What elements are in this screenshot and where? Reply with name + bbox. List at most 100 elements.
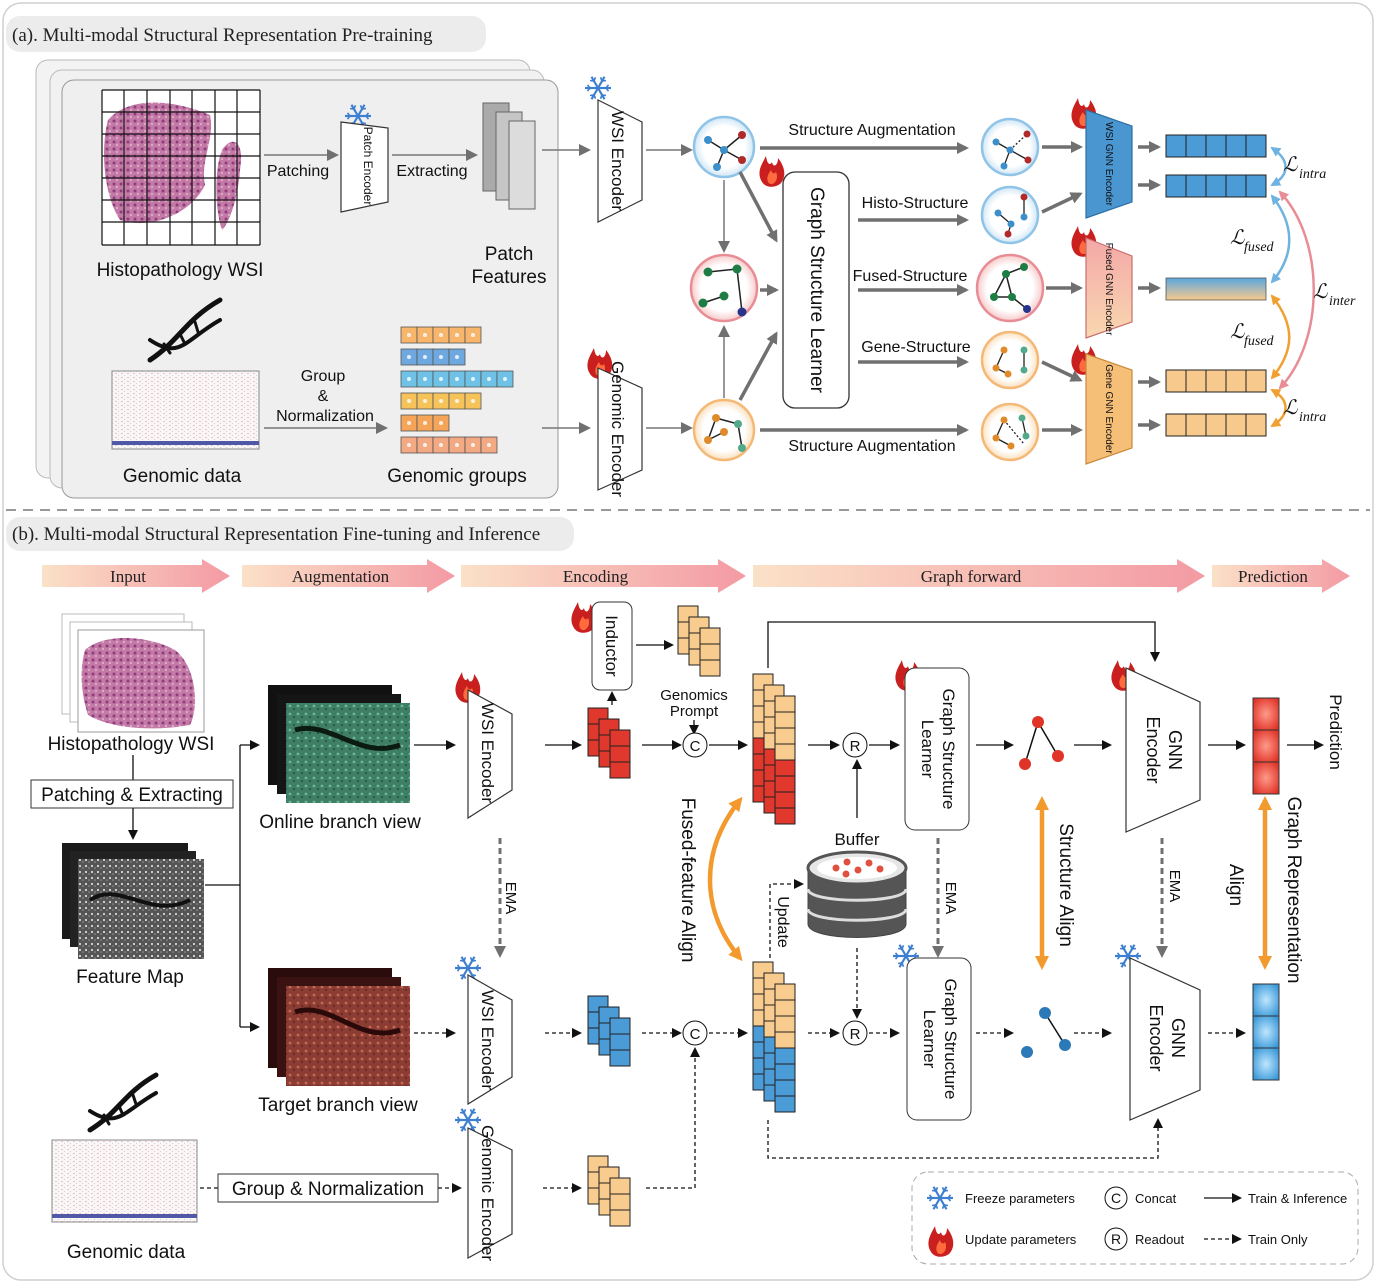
augmented-wsi-graph — [980, 117, 1040, 177]
online-graph — [1019, 716, 1064, 770]
feature-cell — [699, 659, 721, 677]
gnn-target-label-1: GNN — [1168, 1018, 1188, 1058]
readout-node-online — [842, 732, 868, 758]
feature-map-label: Feature Map — [76, 967, 184, 988]
feature-cell — [774, 775, 796, 793]
gnn-target-label-2: Encoder — [1146, 1004, 1166, 1071]
stage-label: Augmentation — [292, 567, 390, 586]
fused-feature-align-label: Fused-feature Align — [677, 798, 698, 963]
feature-cell — [609, 1017, 631, 1035]
feature-cell — [774, 1031, 796, 1049]
gnn-online-label-1: GNN — [1165, 730, 1185, 770]
feature-cell — [774, 1079, 796, 1097]
feature-cell — [609, 1033, 631, 1051]
fused-graph-circle — [689, 253, 759, 323]
genomic-data-b-label: Genomic data — [67, 1242, 186, 1263]
feature-cell — [609, 1209, 631, 1227]
wsi-encoder-a-label: WSI Encoder — [608, 111, 627, 211]
target-representation-cell — [1252, 1047, 1280, 1081]
feature-cell — [699, 643, 721, 661]
wsi-gnn-encoder-label: WSI GNN Encoder — [1103, 122, 1114, 207]
patch-encoder-label: Patch Encoder — [361, 127, 375, 206]
group-normalization-box — [217, 1173, 439, 1203]
fused-structure-label: Fused-Structure — [853, 268, 968, 285]
wsi-encoder-online — [467, 688, 513, 820]
snowflake-icon — [893, 944, 919, 968]
dna-icon — [147, 297, 223, 363]
stage-arrow — [42, 559, 230, 593]
graph-structure-learner-target — [906, 957, 972, 1121]
loss-intra-top: ℒ intra — [1283, 154, 1326, 182]
feature-cell — [609, 729, 631, 747]
feature-cell — [609, 745, 631, 763]
feature-cell — [774, 711, 796, 729]
histopathology-wsi-image — [101, 89, 261, 246]
snowflake-icon — [1115, 944, 1141, 968]
prediction-label: Prediction — [1326, 694, 1345, 770]
target-branch-view-stack — [268, 968, 410, 1086]
stage-arrow — [242, 559, 455, 593]
feature-cell — [774, 1095, 796, 1113]
graph-structure-learner-online — [904, 667, 970, 831]
feature-cell — [609, 761, 631, 779]
wsi-encoder-target — [467, 973, 513, 1106]
target-representation-cell — [1252, 1015, 1280, 1049]
feature-cell — [774, 743, 796, 761]
feature-cell — [774, 759, 796, 777]
buffer-label: Buffer — [834, 830, 879, 849]
genomics-prompt-label-1: Genomics — [660, 687, 728, 704]
svg-text:ℒ: ℒ — [1283, 397, 1298, 419]
patching-label: Patching — [267, 163, 329, 180]
legend-train-inference: Train & Inference — [1248, 1191, 1347, 1206]
stage-arrow — [461, 559, 746, 593]
wsi-encoder-target-label: WSI Encoder — [478, 990, 497, 1090]
feature-cell — [774, 999, 796, 1017]
stage-label: Input — [110, 567, 146, 586]
flame-icon — [759, 156, 785, 187]
svg-text:ℒ: ℒ — [1283, 154, 1298, 176]
online-branch-view-stack — [268, 685, 410, 803]
ema-label-2: EMA — [942, 882, 959, 915]
feature-stacks — [587, 605, 796, 1227]
legend-concat: Concat — [1135, 1191, 1177, 1206]
snowflake-icon — [927, 1186, 953, 1210]
patch-features-label-1: Patch — [485, 244, 534, 265]
gsl-online-label-1: Graph Structure — [939, 689, 958, 810]
gnn-online-label-2: Encoder — [1143, 716, 1163, 783]
legend-readout: Readout — [1135, 1232, 1185, 1247]
online-representation-cell — [1252, 697, 1280, 731]
augmented-gene-graph — [980, 402, 1040, 462]
genomic-encoder-a — [597, 367, 643, 491]
readout-symbol: R — [850, 738, 861, 755]
genomic-encoder-b — [467, 1127, 513, 1260]
intra-loss-arrow-top — [1270, 146, 1287, 187]
histo-structure-label: Histo-Structure — [862, 195, 969, 212]
graph-representation-label: Graph Representation — [1283, 797, 1304, 984]
stage-label: Encoding — [563, 567, 629, 586]
fused-structure-graph — [975, 253, 1045, 323]
stage-arrow — [1212, 559, 1350, 593]
gene-graph-circle — [692, 398, 756, 462]
gene-gnn-encoder — [1085, 353, 1133, 465]
histo-structure-graph — [980, 185, 1040, 245]
fused-gnn-encoder — [1085, 237, 1133, 339]
target-graph — [1021, 1007, 1071, 1058]
patch-features-stack — [482, 102, 536, 210]
snowflake-icon — [585, 76, 611, 100]
section-a-title: (a). Multi-modal Structural Representati… — [12, 25, 433, 46]
readout-node-target — [842, 1020, 868, 1046]
feature-cell — [774, 1015, 796, 1033]
gsl-online-label-2: Learner — [918, 720, 937, 779]
patching-extracting-box — [30, 779, 234, 809]
svg-text:intra: intra — [1299, 167, 1326, 182]
feature-cell — [774, 791, 796, 809]
loss-intra-bottom: ℒ intra — [1283, 397, 1326, 425]
concat-symbol: C — [690, 1026, 701, 1043]
wsi-graph-circle — [692, 115, 756, 179]
readout-symbol: R — [850, 1026, 861, 1043]
patch-features-label-2: Features — [472, 267, 547, 288]
buffer-database-icon — [806, 850, 908, 938]
feature-cell — [774, 807, 796, 825]
